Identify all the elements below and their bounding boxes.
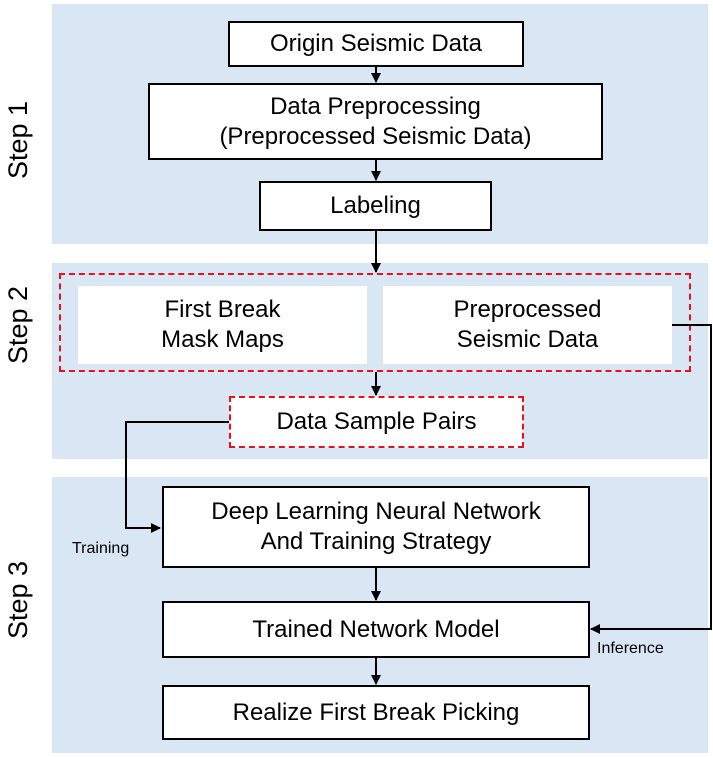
preprocessed-text: Preprocessed [453, 296, 602, 323]
arrow-training [125, 421, 229, 533]
labeling-node: Labeling [259, 181, 492, 231]
data-sample-pairs-text: Data Sample Pairs [276, 408, 477, 435]
labeling-text: Labeling [330, 192, 421, 219]
origin-seismic-data-text: Origin Seismic Data [269, 30, 483, 57]
trained-network-model-node: Trained Network Model [162, 601, 590, 658]
mask-and-data-group [59, 273, 691, 372]
training-strategy-text: And Training Strategy [260, 528, 492, 555]
realize-first-break-picking-text: Realize First Break Picking [232, 698, 520, 726]
data-preprocessing-node: Data Preprocessing (Preprocessed Seismic… [148, 83, 603, 160]
training-label: Training [72, 540, 130, 557]
seismic-data-text: Seismic Data [456, 326, 599, 353]
realize-first-break-picking-node: Realize First Break Picking [162, 685, 590, 740]
origin-seismic-data-node: Origin Seismic Data [228, 21, 524, 67]
deep-learning-text: Deep Learning Neural Network [211, 498, 541, 525]
trained-network-model-text: Trained Network Model [252, 615, 500, 643]
data-preprocessing-text: Data Preprocessing [270, 92, 481, 120]
preprocessed-seismic-data-subtext: (Preprocessed Seismic Data) [219, 122, 532, 150]
mask-maps-text: Mask Maps [161, 326, 284, 353]
deep-learning-network-node: Deep Learning Neural Network And Trainin… [162, 486, 590, 568]
first-break-mask-maps-node: First Break Mask Maps [78, 286, 367, 364]
first-break-text: First Break [164, 296, 281, 323]
inference-label: Inference [597, 640, 664, 657]
preprocessed-seismic-data-node: Preprocessed Seismic Data [383, 286, 672, 364]
arrow-inference [590, 324, 712, 634]
data-sample-pairs-node: Data Sample Pairs [229, 396, 524, 448]
